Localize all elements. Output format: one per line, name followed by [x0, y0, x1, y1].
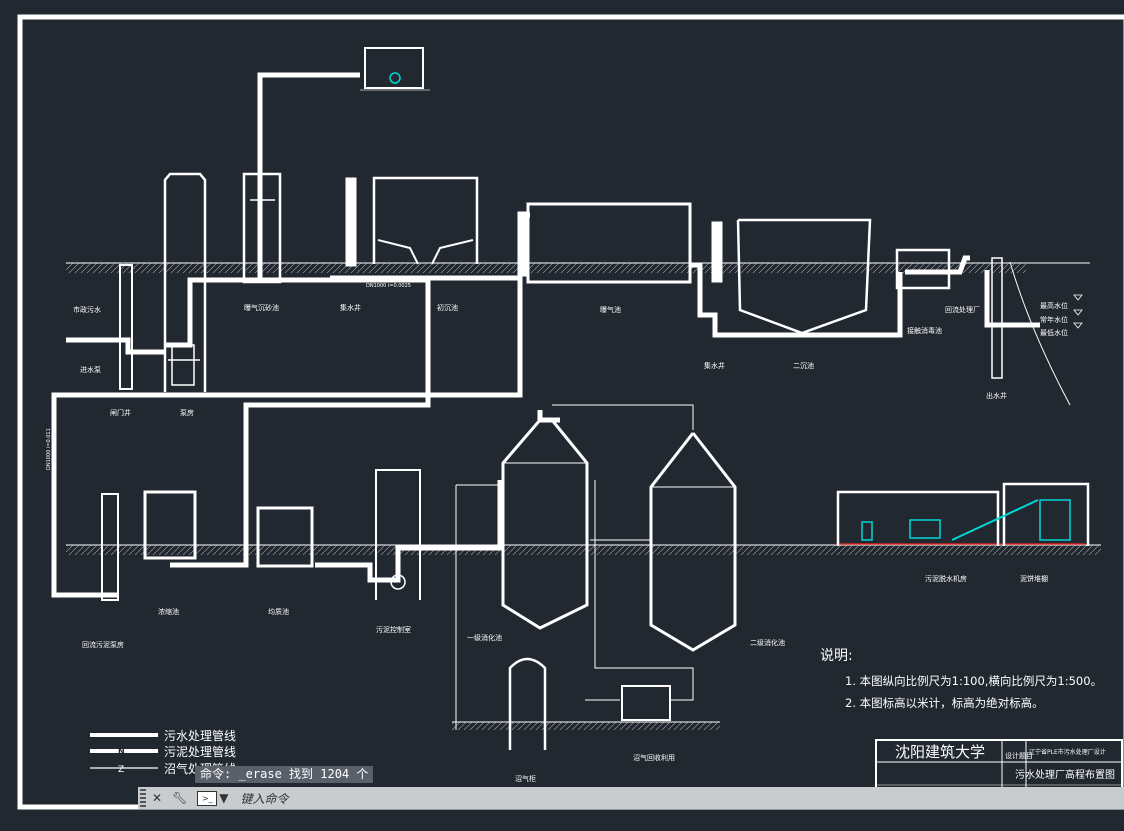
command-line-bar[interactable]: ✕ 🔧︎ >_ ▼ 键入命令 [138, 787, 1124, 809]
label-dewater: 污泥脱水机房 [925, 574, 967, 583]
wrench-icon[interactable]: 🔧︎ [172, 791, 188, 805]
label-thickener: 浓缩池 [158, 607, 179, 616]
label-gasholder: 沼气柜 [515, 774, 536, 783]
label-gastreat: 沼气回收利用 [633, 753, 675, 762]
label-aeration: 曝气池 [600, 305, 621, 314]
title-drawing-name: 污水处理厂高程布置图 [1015, 768, 1115, 781]
label-outfall: 出水井 [986, 391, 1007, 400]
label-pump: 进水泵 [80, 365, 101, 374]
legend-sludge-symbol: N [118, 747, 125, 756]
close-icon[interactable]: ✕ [152, 791, 163, 805]
label-return: 回流污泥泵房 [82, 640, 124, 649]
sewage-pipe-network [51, 72, 1040, 598]
label-vdn: DN1000 i=0.011 [46, 428, 52, 470]
water-level-markers [1073, 294, 1083, 329]
unit-labels: 市政污水 进水泵 闸门井 泵房 曝气沉砂池 集水井 初沉池 曝气池 集水井 二沉… [46, 73, 1068, 783]
label-storage: 泥饼堆棚 [1020, 574, 1048, 583]
notes-line-1: 1. 本图纵向比例尺为1:100,横向比例尺为1:500。 [845, 674, 1102, 688]
label-control: 污泥控制室 [376, 625, 411, 634]
equipment-icons [389, 72, 1071, 541]
terminal-icon[interactable]: >_ [197, 790, 218, 806]
label-primary: 初沉池 [437, 303, 458, 312]
label-contact: 接触消毒池 [907, 326, 942, 335]
label-dn1000: DN1000 i=0.0025 [366, 283, 411, 289]
legend-sewage: 污水处理管线 [164, 728, 236, 743]
chevron-down-icon[interactable]: ▼ [219, 791, 229, 805]
label-disinfect: 回流处理厂 [945, 305, 980, 314]
label-balance: 均质池 [268, 607, 289, 616]
label-inlet: 市政污水 [73, 305, 101, 314]
structures [101, 47, 1090, 750]
command-input[interactable]: 键入命令 [240, 791, 289, 806]
notes-title: 说明: [820, 648, 853, 664]
label-normallevel: 常年水位 [1040, 315, 1068, 324]
notes-line-2: 2. 本图标高以米计，标高为绝对标高。 [845, 696, 1044, 710]
label-well1: 集水井 [340, 303, 361, 312]
title-design-label: 设计题目 [1005, 751, 1033, 760]
title-school: 沈阳建筑大学 [895, 743, 985, 761]
label-dn150: DN150 [262, 73, 279, 79]
drawing-notes: 说明: 1. 本图纵向比例尺为1:100,横向比例尺为1:500。 2. 本图标… [820, 648, 1102, 710]
drag-handle-icon[interactable] [140, 789, 146, 807]
label-well2: 集水井 [704, 361, 725, 370]
label-grit: 曝气沉砂池 [244, 303, 279, 312]
sludge-gas-lines [455, 404, 694, 730]
ground-lines [66, 262, 1101, 730]
label-digester1: 一级消化池 [467, 633, 502, 642]
label-maxlevel: 最高水位 [1040, 301, 1068, 310]
legend-gas-symbol: Z [118, 765, 124, 775]
label-minlevel: 最低水位 [1040, 328, 1068, 337]
label-digester2: 二级消化池 [750, 638, 785, 647]
label-secondary: 二沉池 [793, 361, 814, 370]
label-screen: 泵房 [180, 408, 194, 417]
command-history: 命令: _erase 找到 1204 个 [195, 766, 374, 783]
title-project: 辽宁省PLE市污水处理厂设计 [1029, 748, 1106, 756]
label-valve: 闸门井 [110, 408, 131, 417]
legend-sludge: 污泥处理管线 [164, 744, 236, 759]
title-block: 沈阳建筑大学 设计题目 辽宁省PLE市污水处理厂设计 污水处理厂高程布置图 [875, 739, 1123, 807]
